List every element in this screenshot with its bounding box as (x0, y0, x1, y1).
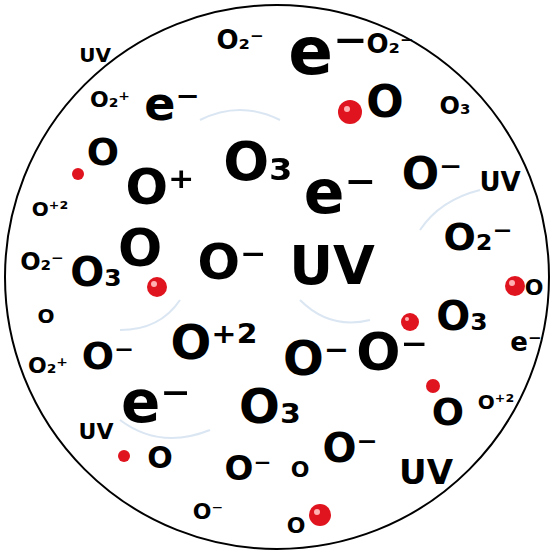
species-label: O⁻ (225, 451, 272, 485)
flow-arrows (120, 110, 480, 438)
species-label: O⁺² (32, 199, 68, 219)
species-label: O⁻ (322, 428, 377, 468)
species-label: O (87, 133, 119, 171)
species-label: UV (479, 169, 520, 195)
species-label: O⁻ (198, 237, 267, 287)
species-label: O (432, 393, 464, 431)
species-label: O (37, 306, 54, 326)
species-label: UV (399, 455, 453, 489)
species-label: e⁻ (121, 373, 191, 431)
species-label: O₃ (436, 296, 488, 336)
species-label: O (366, 80, 403, 124)
species-label: O₂⁻ (20, 250, 64, 274)
particle-highlights (151, 106, 515, 515)
species-label: O⁺ (126, 162, 195, 212)
species-label: O (118, 222, 162, 274)
species-label: O⁻ (356, 326, 428, 378)
species-label: O₃ (440, 94, 471, 118)
species-label: e⁻ (510, 329, 541, 355)
species-label: O (525, 277, 544, 299)
species-label: O₂⁻ (216, 27, 263, 53)
species-label: O₃ (239, 382, 301, 430)
species-label: O₂⁺ (90, 89, 130, 111)
species-label: O₃ (223, 135, 293, 189)
species-label: UV (79, 45, 111, 65)
species-label: UV (79, 421, 114, 443)
species-label: e⁻ (304, 162, 376, 222)
species-label: O (147, 443, 173, 473)
species-label: O⁻ (82, 337, 134, 375)
species-label: O₃ (70, 252, 122, 292)
species-label: O⁻ (283, 334, 349, 382)
species-label: O (287, 515, 306, 537)
species-label: UV (289, 239, 375, 293)
species-label: O (291, 459, 310, 481)
species-label: O₂⁺ (28, 355, 68, 377)
species-label: O⁺² (478, 392, 514, 412)
species-label: O₂⁻ (366, 31, 413, 57)
species-label: O₂⁻ (443, 218, 512, 256)
plasma-boundary (5, 5, 549, 549)
species-label: e⁻ (288, 19, 368, 85)
red-particles (72, 100, 525, 526)
species-label: O⁺² (170, 318, 257, 366)
species-label: e⁻ (144, 81, 199, 127)
species-label: O⁻ (402, 152, 463, 196)
species-label: O⁻ (193, 501, 223, 523)
